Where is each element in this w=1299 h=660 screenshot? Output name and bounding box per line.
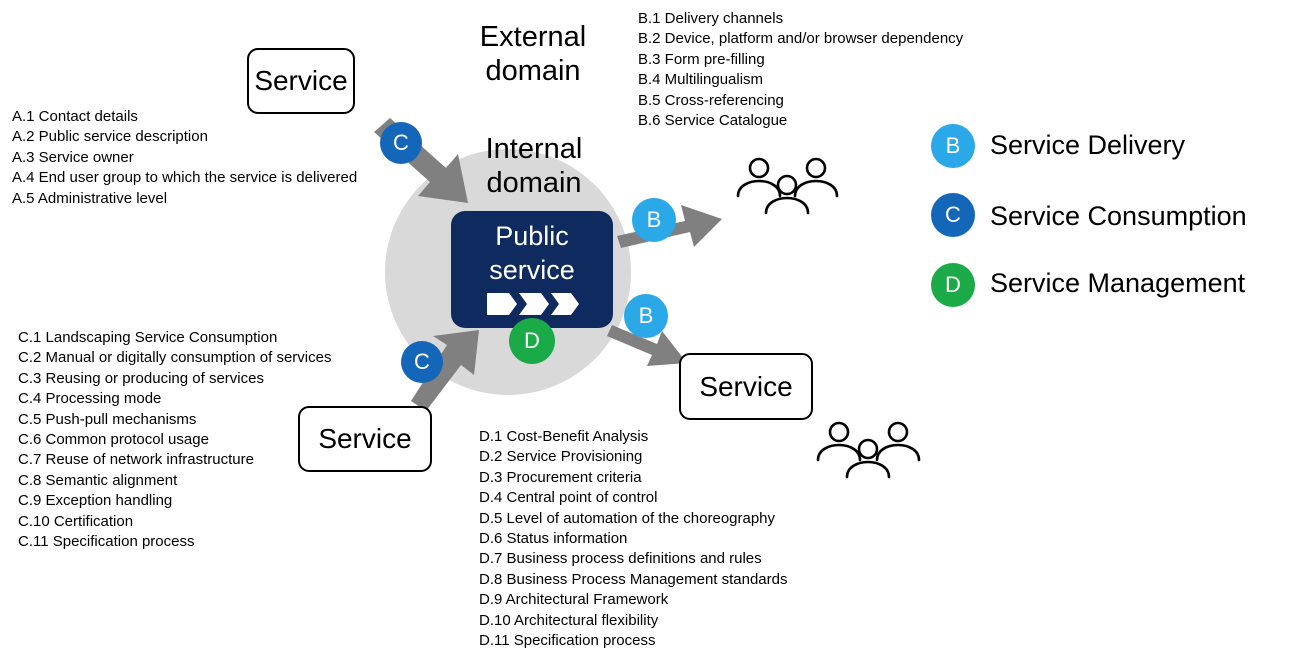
list-item: C.5 Push-pull mechanisms [18,410,197,428]
badge-letter: C [393,130,409,155]
list-item: C.7 Reuse of network infrastructure [18,451,254,469]
management-badge: D [509,318,555,364]
arrow-consumption-bottom [411,330,479,411]
legend-badge-consumption: C [931,193,975,237]
internal-domain-line2: domain [486,167,582,199]
public-service-line2: service [489,255,575,285]
external-domain-line1: External [479,21,587,53]
list-item: D.11 Specification process [479,632,656,650]
service-box-top-left: Service [247,48,355,114]
list-item: C.10 Certification [18,512,134,530]
legend-letter: B [945,133,961,158]
list-item: C.11 Specification process [18,533,195,551]
external-domain-line2: domain [485,55,581,87]
external-domain-label: External domain [468,20,598,88]
people-group-icon [736,157,839,215]
list-item: A.1 Contact details [12,108,138,125]
list-item: D.10 Architectural flexibility [479,611,659,629]
legend-label-management: Service Management [990,268,1246,298]
list-item: C.2 Manual or digitally consumption of s… [18,349,332,367]
list-item: D.8 Business Process Management standard… [479,570,788,588]
list-item: B.1 Delivery channels [638,10,784,27]
service-box-label: Service [699,370,793,402]
consumption-badge-bottom: C [401,341,443,383]
list-b: B.1 Delivery channels B.2 Device, platfo… [638,9,963,131]
list-item: D.6 Status information [479,530,628,548]
legend-letter: C [945,202,961,227]
arrow-delivery-lower [607,325,687,366]
list-item: A.3 Service owner [12,148,134,166]
public-service-label: Public service [451,219,613,287]
delivery-badge-lower: B [624,294,668,338]
service-box-bottom-left: Service [298,406,432,472]
list-item: D.9 Architectural Framework [479,591,669,609]
list-item: B.2 Device, platform and/or browser depe… [638,30,964,48]
process-chevrons-icon [487,293,579,315]
service-box-right: Service [679,353,813,420]
list-item: B.5 Cross-referencing [638,91,784,109]
list-item: B.3 Form pre-filling [638,50,765,68]
list-a: A.1 Contact details A.2 Public service d… [12,107,357,209]
list-item: B.6 Service Catalogue [638,112,788,130]
list-item: C.6 Common protocol usage [18,431,209,449]
badge-letter: B [646,207,662,232]
list-item: D.1 Cost-Benefit Analysis [479,428,649,445]
list-item: D.4 Central point of control [479,489,658,507]
legend-letter: D [945,272,961,297]
list-item: C.1 Landscaping Service Consumption [18,329,278,346]
list-item: D.2 Service Provisioning [479,448,643,466]
badge-letter: B [638,303,654,328]
badge-letter: D [524,328,540,353]
public-service-line1: Public [495,221,569,251]
service-box-label: Service [318,423,412,454]
consumption-badge-top: C [380,122,422,164]
list-item: B.4 Multilingualism [638,71,764,89]
list-item: C.8 Semantic alignment [18,471,178,489]
list-item: D.5 Level of automation of the choreogra… [479,509,776,527]
list-item: A.2 Public service description [12,128,208,146]
legend-badge-delivery: B [931,124,975,168]
list-item: C.3 Reusing or producing of services [18,369,264,387]
badge-letter: C [414,349,430,374]
people-group-icon [816,421,921,479]
list-c: C.1 Landscaping Service Consumption C.2 … [18,328,331,552]
list-item: D.7 Business process definitions and rul… [479,550,762,568]
list-item: A.5 Administrative level [12,189,168,207]
list-item: C.4 Processing mode [18,390,162,408]
list-item: A.4 End user group to which the service … [12,169,358,187]
legend-label-delivery: Service Delivery [990,130,1186,160]
public-service-box: Public service [451,211,613,328]
list-item: D.3 Procurement criteria [479,468,642,486]
internal-domain-label: Internal domain [470,132,598,200]
legend-label-consumption: Service Consumption [990,201,1247,231]
internal-domain-line1: Internal [485,133,583,165]
legend-badge-management: D [931,263,975,307]
delivery-badge-upper: B [632,198,676,242]
service-box-label: Service [254,65,348,96]
list-item: C.9 Exception handling [18,492,173,510]
list-d: D.1 Cost-Benefit Analysis D.2 Service Pr… [479,427,788,651]
